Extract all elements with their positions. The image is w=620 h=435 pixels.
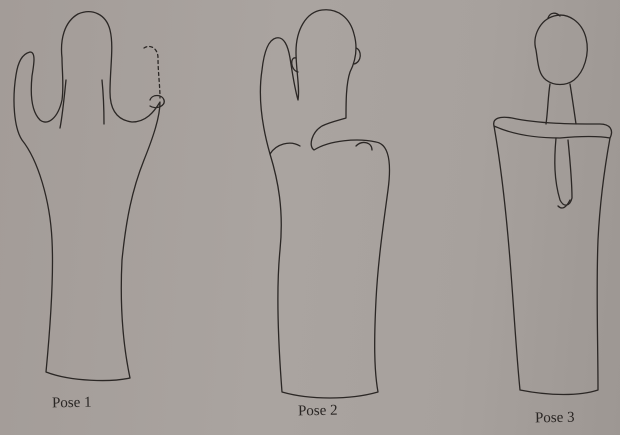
pose-3-neck-right xyxy=(570,84,576,124)
figurine-pose-3 xyxy=(494,13,612,394)
pose-3-body-outline xyxy=(494,126,610,395)
pose-1-body-outline xyxy=(14,12,160,381)
pose-3-neck-left xyxy=(546,84,550,124)
pose-1-neck-line-right xyxy=(102,80,104,124)
figurine-pose-2 xyxy=(260,10,389,398)
caption-pose-1: Pose 1 xyxy=(52,395,92,413)
caption-pose-2: Pose 2 xyxy=(298,403,338,421)
figurine-pose-1 xyxy=(14,12,164,381)
pose-3-head xyxy=(535,15,587,84)
pose-3-shoulders xyxy=(494,117,612,138)
pose-2-raised-arm xyxy=(270,143,300,154)
caption-pose-3: Pose 3 xyxy=(535,410,575,428)
pose-2-elbow-bump xyxy=(356,143,372,150)
pose-1-broken-arm-dashed xyxy=(144,46,160,98)
pose-3-hanging-arm xyxy=(555,138,572,205)
pose-2-body-outline xyxy=(260,10,389,398)
